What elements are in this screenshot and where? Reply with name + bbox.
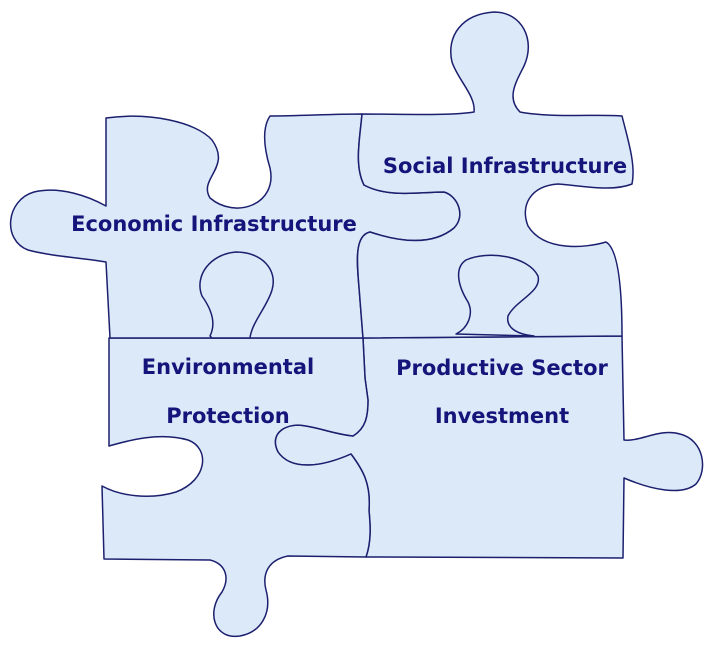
label-environmental-line2: Protection — [166, 404, 290, 428]
label-productive-line2: Investment — [435, 404, 569, 428]
label-productive-line1: Productive Sector — [396, 356, 608, 380]
label-environmental-line1: Environmental — [142, 355, 314, 379]
puzzle-knob-economic-bottom — [199, 251, 274, 339]
puzzle-piece-environmental-protection — [101, 337, 371, 638]
puzzle-knob-social-bottom — [455, 254, 539, 337]
label-economic-infrastructure: Economic Infrastructure — [71, 212, 357, 236]
puzzle-piece-social-infrastructure — [356, 11, 634, 339]
label-social-infrastructure: Social Infrastructure — [383, 154, 627, 178]
